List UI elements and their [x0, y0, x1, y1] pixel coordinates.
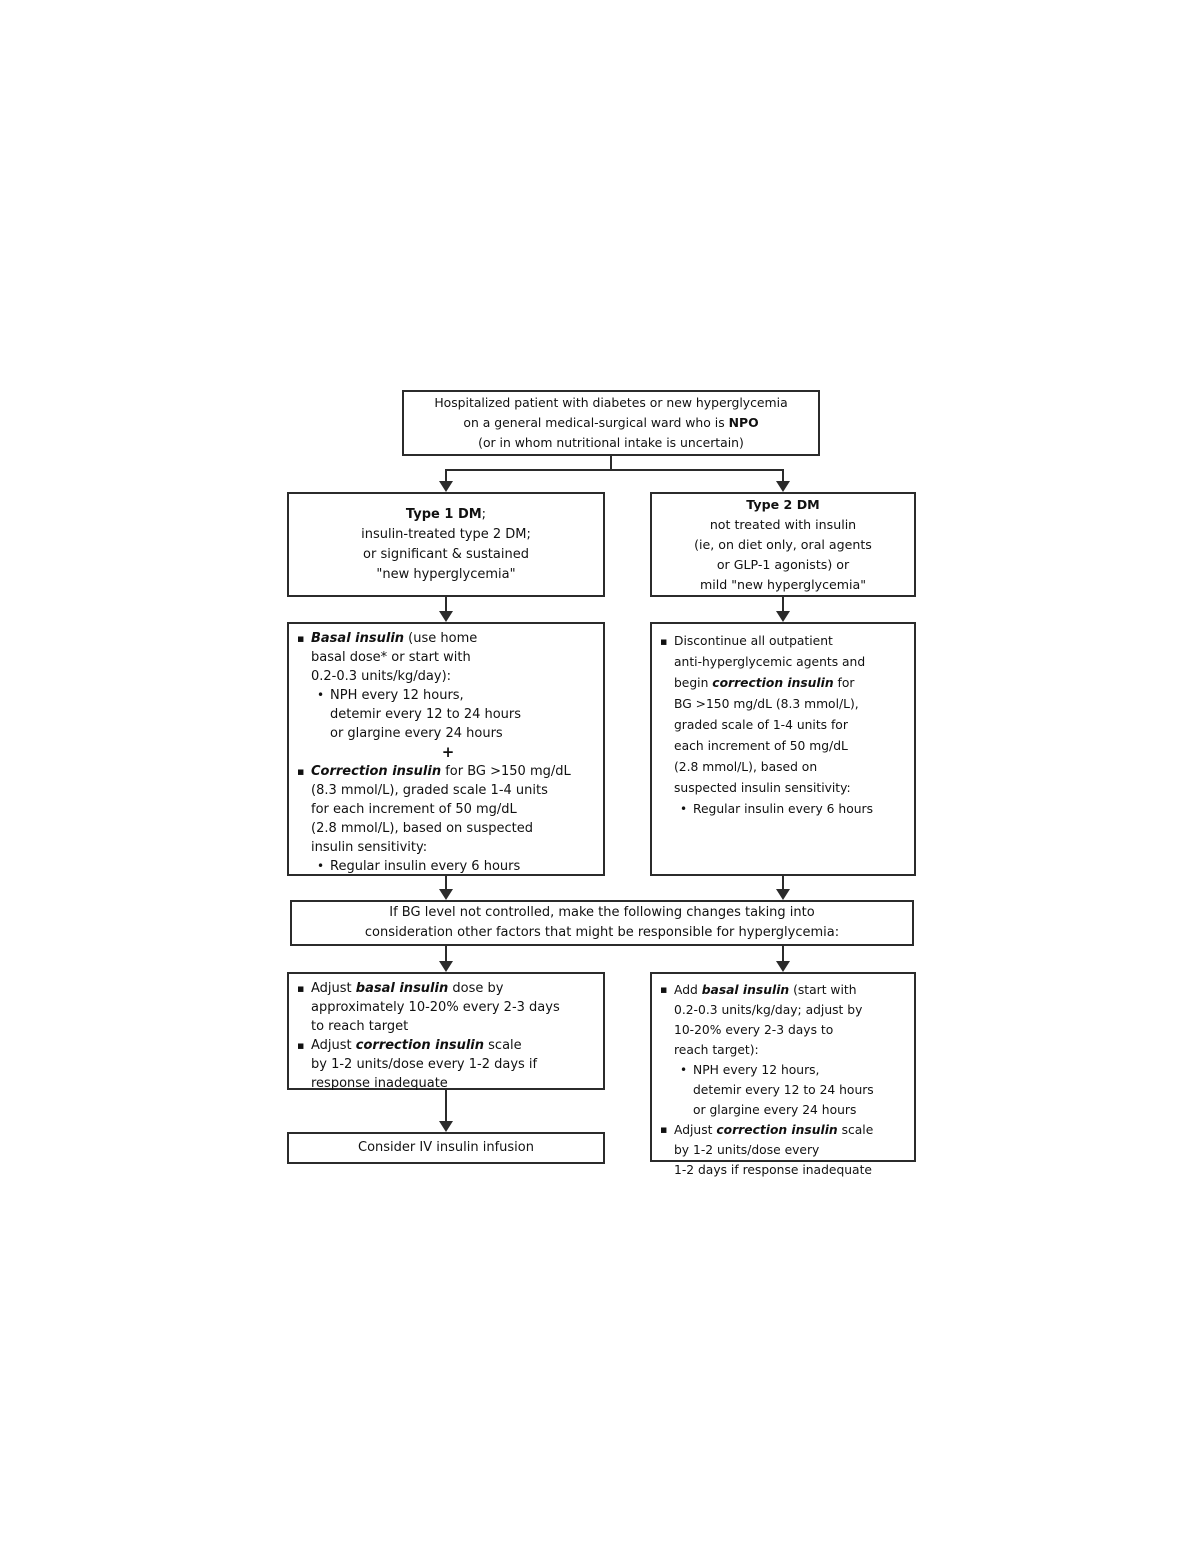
arrow-down-icon: [776, 611, 790, 622]
arrow-down-icon: [776, 889, 790, 900]
node-type1-plan: ▪ Basal insulin (use home basal dose* or…: [287, 622, 605, 876]
square-bullet-icon: ▪: [297, 1039, 305, 1052]
node-text-line: Hospitalized patient with diabetes or ne…: [434, 395, 788, 410]
connector-line: [445, 469, 784, 471]
node-if-bg-not-controlled: If BG level not controlled, make the fol…: [290, 900, 914, 946]
square-bullet-icon: ▪: [297, 982, 305, 995]
arrow-down-icon: [439, 611, 453, 622]
node-type2-plan: ▪ Discontinue all outpatient anti-hyperg…: [650, 622, 916, 876]
bullet-text: Add basal insulin (start with 0.2-0.3 un…: [674, 983, 863, 1057]
connector-line: [445, 1090, 447, 1122]
bullet-text: NPH every 12 hours, detemir every 12 to …: [330, 688, 522, 741]
connector-line: [782, 946, 784, 962]
connector-line: [445, 597, 447, 612]
node-text-line: on a general medical-surgical ward who i…: [463, 415, 759, 430]
square-bullet-icon: ▪: [660, 1123, 668, 1136]
connector-line: [445, 876, 447, 890]
node-text-line: (or in whom nutritional intake is uncert…: [478, 435, 744, 450]
arrow-down-icon: [439, 961, 453, 972]
sub-bullet-item: • Regular insulin every 6 hours: [317, 857, 599, 876]
dot-bullet-icon: •: [680, 802, 688, 816]
bullet-item: ▪ Discontinue all outpatient anti-hyperg…: [660, 631, 910, 799]
node-hospitalized-patient: Hospitalized patient with diabetes or ne…: [402, 390, 820, 456]
square-bullet-icon: ▪: [660, 635, 668, 648]
node-title: Type 2 DM: [746, 496, 820, 512]
connector-line: [782, 469, 784, 482]
square-bullet-icon: ▪: [297, 765, 305, 778]
connector-line: [445, 946, 447, 962]
bullet-item: ▪ Correction insulin for BG >150 mg/dL (…: [297, 762, 599, 857]
square-bullet-icon: ▪: [297, 632, 305, 645]
bullet-text: Adjust correction insulin scale by 1-2 u…: [311, 1038, 538, 1091]
sub-bullet-item: • Regular insulin every 6 hours: [680, 799, 910, 820]
arrow-down-icon: [776, 481, 790, 492]
node-text: insulin-treated type 2 DM; or significan…: [361, 526, 531, 582]
dot-bullet-icon: •: [317, 859, 325, 873]
bullet-text: Correction insulin for BG >150 mg/dL (8.…: [311, 764, 571, 855]
dot-bullet-icon: •: [317, 688, 325, 702]
node-text: If BG level not controlled, make the fol…: [364, 905, 840, 940]
arrow-down-icon: [439, 889, 453, 900]
dot-bullet-icon: •: [680, 1063, 688, 1077]
sub-bullet-item: • NPH every 12 hours, detemir every 12 t…: [317, 686, 599, 743]
npo-bold-text: NPO: [728, 415, 759, 430]
bullet-text: NPH every 12 hours, detemir every 12 to …: [693, 1063, 874, 1117]
plus-sign: +: [441, 743, 455, 761]
node-text: not treated with insulin (ie, on diet on…: [694, 516, 872, 592]
node-iv-infusion: Consider IV insulin infusion: [287, 1132, 605, 1164]
bullet-text: Discontinue all outpatient anti-hypergly…: [674, 634, 866, 795]
connector-line: [782, 876, 784, 890]
node-adjust-right: ▪ Add basal insulin (start with 0.2-0.3 …: [650, 972, 916, 1177]
node-type2-dm: Type 2 DM not treated with insulin (ie, …: [650, 492, 916, 597]
bullet-item: ▪ Adjust basal insulin dose by approxima…: [297, 979, 599, 1036]
sub-bullet-item: • NPH every 12 hours, detemir every 12 t…: [680, 1060, 910, 1120]
bullet-text: Regular insulin every 6 hours: [693, 802, 873, 816]
connector-line: [445, 469, 447, 482]
arrow-down-icon: [776, 961, 790, 972]
bullet-text: Regular insulin every 6 hours: [330, 859, 521, 874]
node-title: Type 1 DM;: [405, 506, 487, 522]
node-type1-dm: Type 1 DM; insulin-treated type 2 DM; or…: [287, 492, 605, 597]
bullet-text: Basal insulin (use home basal dose* or s…: [311, 631, 478, 684]
node-adjust-left: ▪ Adjust basal insulin dose by approxima…: [287, 972, 605, 1093]
bullet-item: ▪ Add basal insulin (start with 0.2-0.3 …: [660, 980, 910, 1060]
bullet-item: ▪ Adjust correction insulin scale by 1-2…: [660, 1120, 910, 1180]
connector-line: [610, 456, 612, 471]
bullet-text: Adjust basal insulin dose by approximate…: [311, 981, 560, 1034]
arrow-down-icon: [439, 1121, 453, 1132]
bullet-item: ▪ Basal insulin (use home basal dose* or…: [297, 629, 599, 686]
bullet-item: ▪ Adjust correction insulin scale by 1-2…: [297, 1036, 599, 1093]
node-text: Consider IV insulin infusion: [358, 1140, 534, 1155]
square-bullet-icon: ▪: [660, 983, 668, 996]
arrow-down-icon: [439, 481, 453, 492]
connector-line: [782, 597, 784, 612]
bullet-text: Adjust correction insulin scale by 1-2 u…: [674, 1123, 874, 1177]
